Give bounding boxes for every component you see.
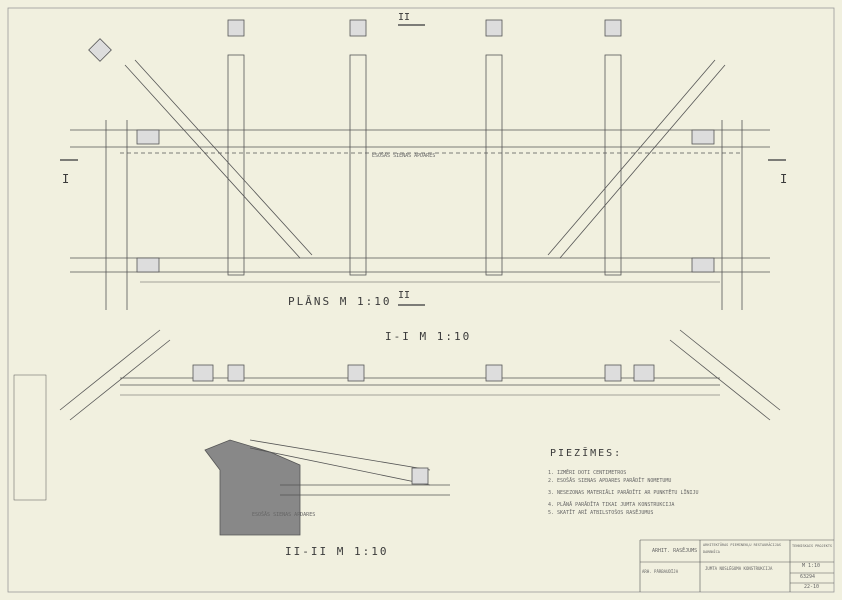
plan-label: PLĀNS M 1:10: [288, 295, 392, 308]
section-2-view: [204, 439, 450, 536]
plan-view: [70, 19, 770, 310]
diagonal-rafters: [124, 59, 726, 259]
note-item: 5. SKATĪT ARĪ ATBILSTOŠOS RASĒJUMUS: [548, 510, 654, 516]
section-mark-2-top: II: [398, 12, 411, 23]
notes-heading: PIEZĪMES:: [550, 448, 623, 459]
existing-wall-note-2: ESOŠĀS SIENAS APDARES: [252, 512, 316, 518]
title-block-number: 63294: [800, 574, 816, 580]
existing-wall-note: ESOŠĀS SIENAS APDARES: [372, 153, 436, 159]
section-mark-1-left: I: [62, 172, 70, 186]
title-block-author: ARHIT. RASĒJUMS: [652, 548, 698, 554]
title-block-drawing-title: JUMTA NOSLĒGUMA KONSTRUKCIJA: [705, 566, 773, 571]
note-item: 2. ESOŠĀS SIENAS APDARES PARĀDĪT NOMETUM…: [548, 478, 672, 484]
title-block-stage: TEHNISKAIS PROJEKTS: [792, 544, 833, 548]
note-item: 4. PLĀNĀ PARĀDĪTA TIKAI JUMTA KONSTRUKCI…: [548, 502, 675, 508]
title-block-institution: ARHITEKTŪRAS PIEMINEKĻU RESTAURĀCIJAS DA…: [703, 543, 781, 554]
section-mark-1-right: I: [780, 172, 788, 186]
beam-sections: [88, 19, 715, 273]
plan-beams: [227, 54, 622, 276]
section-mark-2-bottom: II: [398, 290, 411, 301]
note-item: 1. IZMĒRI DOTI CENTIMETROS: [548, 470, 627, 476]
section-1-view: [59, 329, 781, 421]
title-block-approved: ARH. PĀRBAUDĪJA: [642, 569, 679, 574]
side-stamp: [13, 374, 47, 501]
title-block-scale: M 1:10: [802, 563, 821, 569]
title-block-sheet: 22-10: [804, 584, 820, 590]
title-block-frame: [639, 539, 834, 592]
section-2-label: II-II M 1:10: [285, 545, 389, 558]
sheet-border: [7, 7, 835, 593]
section-1-label: I-I M 1:10: [385, 330, 472, 343]
note-item: 3. NESEZONAS MATERIĀLI PARĀDĪTI AR PUNKT…: [548, 490, 699, 496]
